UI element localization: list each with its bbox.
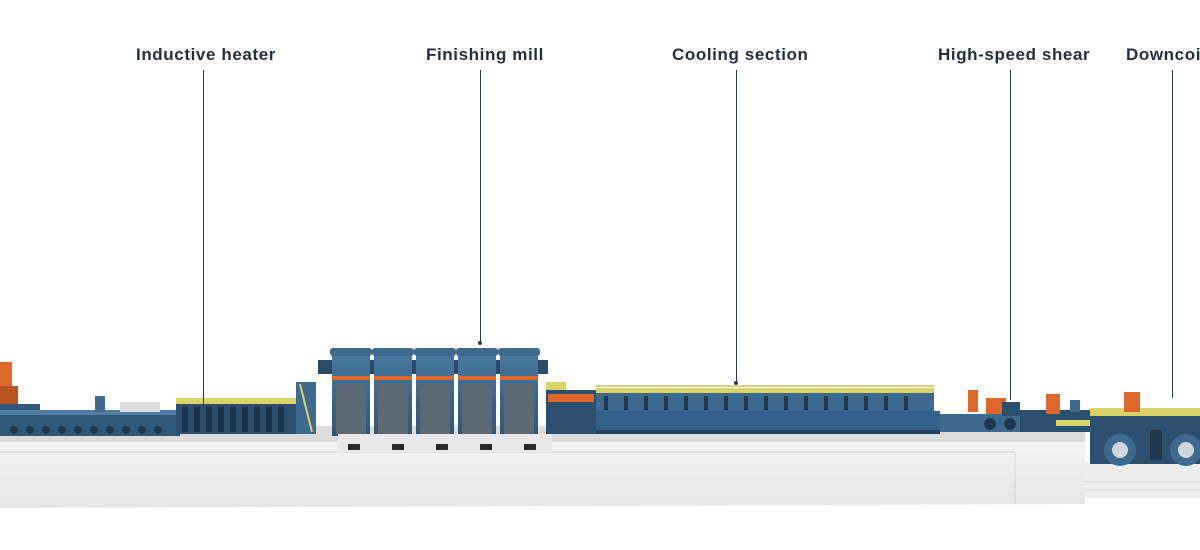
foundation-slab: [0, 426, 1200, 508]
leader-high-speed-shear: [1010, 70, 1012, 400]
coiler-entry: [1020, 394, 1116, 432]
finishing-mill-stands: [318, 348, 552, 452]
label-inductive-heater: Inductive heater: [136, 45, 276, 64]
downcoiler-unit: [1090, 392, 1200, 466]
leader-dot-finishing-mill: [478, 341, 482, 345]
leader-finishing-mill: [480, 70, 482, 342]
mill-exit-unit: [546, 382, 596, 434]
inductive-heater-unit: [176, 382, 316, 434]
roller-table-left: [0, 396, 180, 436]
cooling-section-unit: [596, 385, 940, 434]
leader-inductive-heater: [203, 70, 205, 408]
leader-cooling-section: [736, 70, 738, 383]
leader-downcoiler: [1172, 70, 1174, 398]
label-high-speed-shear: High-speed shear: [938, 45, 1091, 64]
label-downcoiler: Downcoil: [1126, 45, 1200, 64]
label-cooling-section: Cooling section: [672, 45, 809, 64]
label-finishing-mill: Finishing mill: [426, 45, 544, 64]
high-speed-shear-unit: [940, 390, 1020, 432]
leader-dot-cooling-section: [734, 381, 738, 385]
